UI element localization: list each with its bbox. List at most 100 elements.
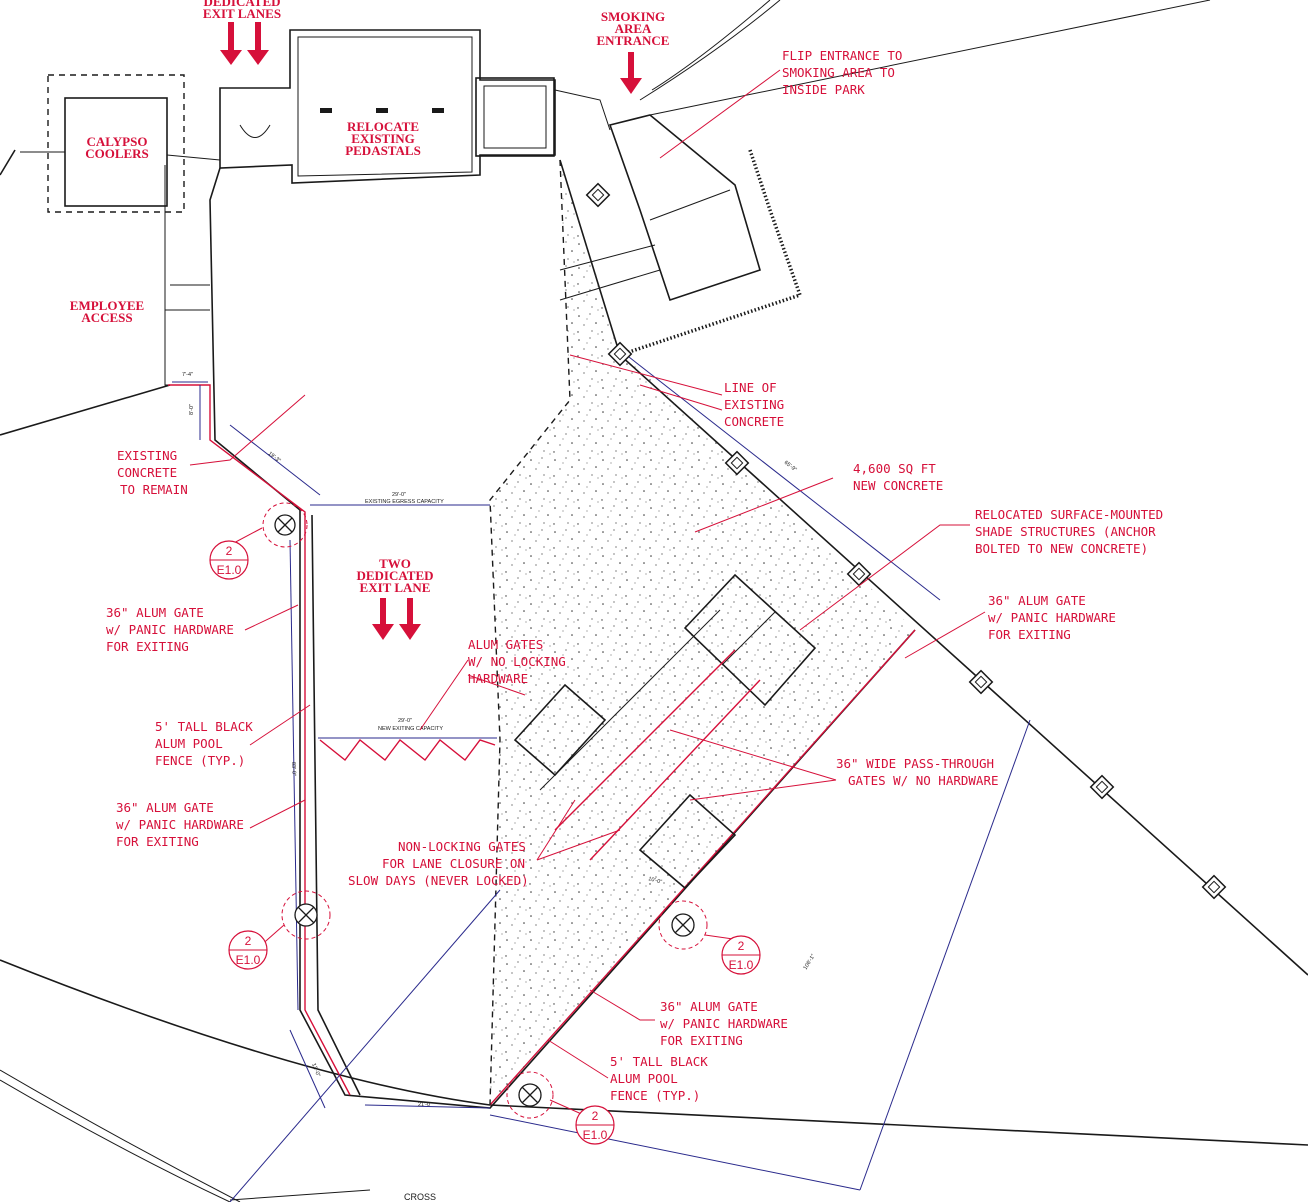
svg-text:NEW CONCRETE: NEW CONCRETE: [853, 478, 943, 493]
annotation-gate-panic-bottom: 36" ALUM GATE w/ PANIC HARDWARE FOR EXIT…: [660, 999, 788, 1048]
svg-text:TO REMAIN: TO REMAIN: [120, 482, 188, 497]
svg-text:ENTRANCE: ENTRANCE: [597, 33, 670, 48]
svg-text:SHADE STRUCTURES (ANCHOR: SHADE STRUCTURES (ANCHOR: [975, 524, 1156, 539]
svg-text:2: 2: [245, 934, 252, 948]
svg-text:36" ALUM GATE: 36" ALUM GATE: [116, 800, 214, 815]
svg-text:GATES W/ NO HARDWARE: GATES W/ NO HARDWARE: [848, 773, 999, 788]
shade-structures: [513, 573, 817, 890]
svg-text:ALUM POOL: ALUM POOL: [155, 736, 223, 751]
svg-text:DEDICATED: DEDICATED: [203, 0, 280, 9]
svg-text:E1.0: E1.0: [217, 563, 242, 577]
svg-text:FOR LANE CLOSURE ON: FOR LANE CLOSURE ON: [382, 856, 525, 871]
electrical-symbol-2: [281, 890, 331, 940]
electrical-symbols: [262, 502, 708, 1119]
annotation-relocate-pedastals: RELOCATE EXISTING PEDASTALS: [345, 119, 421, 158]
svg-text:FOR EXITING: FOR EXITING: [116, 834, 199, 849]
annotation-alum-gates-no-locking: ALUM GATES W/ NO LOCKING HARDWARE: [468, 637, 566, 686]
svg-text:4,600 SQ FT: 4,600 SQ FT: [853, 461, 936, 476]
svg-text:E1.0: E1.0: [583, 1128, 608, 1142]
svg-text:EXIT LANES: EXIT LANES: [203, 6, 281, 21]
dim-13: 13'-0": [310, 1063, 321, 1078]
svg-text:w/ PANIC HARDWARE: w/ PANIC HARDWARE: [988, 610, 1116, 625]
svg-text:CONCRETE: CONCRETE: [724, 414, 784, 429]
svg-text:5' TALL BLACK: 5' TALL BLACK: [610, 1054, 708, 1069]
svg-text:AREA: AREA: [615, 21, 652, 36]
svg-text:SMOKING AREA TO: SMOKING AREA TO: [782, 65, 895, 80]
svg-text:RELOCATE: RELOCATE: [347, 119, 419, 134]
svg-text:INSIDE PARK: INSIDE PARK: [782, 82, 865, 97]
dim-106: 106'-1": [803, 953, 817, 971]
dim-7-4: 7'-4": [182, 372, 193, 378]
light-pole-markers: [585, 182, 1227, 900]
dim-65: 65'-9": [783, 460, 798, 473]
svg-text:E1.0: E1.0: [729, 958, 754, 972]
svg-text:RELOCATED SURFACE-MOUNTED: RELOCATED SURFACE-MOUNTED: [975, 507, 1163, 522]
dimension-lines: [172, 349, 1031, 1202]
svg-text:2: 2: [226, 544, 233, 558]
electrical-symbol-3: [658, 900, 708, 950]
svg-text:HARDWARE: HARDWARE: [468, 671, 528, 686]
annotation-flip-entrance: FLIP ENTRANCE TO SMOKING AREA TO INSIDE …: [782, 48, 902, 97]
dim-new-exiting: 29'-0": [398, 718, 412, 724]
annotation-smoking-area-entrance: SMOKING AREA ENTRANCE: [597, 9, 670, 48]
svg-text:w/ PANIC HARDWARE: w/ PANIC HARDWARE: [116, 817, 244, 832]
svg-text:FLIP ENTRANCE TO: FLIP ENTRANCE TO: [782, 48, 902, 63]
light-pole-1: [585, 182, 611, 208]
annotation-line-of-existing-concrete: LINE OF EXISTING CONCRETE: [724, 380, 784, 429]
svg-text:TWO: TWO: [379, 556, 411, 571]
dim-21: 21'-0": [418, 1102, 432, 1108]
zigzag-lane-fence: [319, 739, 496, 761]
svg-text:CONCRETE: CONCRETE: [117, 465, 177, 480]
calypso-coolers-box: [20, 74, 221, 213]
main-building: [219, 29, 611, 184]
svg-text:36" ALUM GATE: 36" ALUM GATE: [106, 605, 204, 620]
svg-text:E1.0: E1.0: [236, 953, 261, 967]
annotation-gate-panic-left-bottom: 36" ALUM GATE w/ PANIC HARDWARE FOR EXIT…: [116, 800, 244, 849]
electrical-symbol-4: [506, 1071, 554, 1119]
svg-text:EXISTING: EXISTING: [724, 397, 784, 412]
annotation-calypso-coolers: CALYPSO COOLERS: [85, 134, 149, 161]
light-pole-2: [607, 341, 633, 367]
cross-partial-label: CROSS: [404, 1192, 436, 1202]
arrow-down-icon: [247, 22, 269, 65]
annotation-pool-fence-left: 5' TALL BLACK ALUM POOL FENCE (TYP.): [155, 719, 253, 768]
svg-text:FOR EXITING: FOR EXITING: [660, 1033, 743, 1048]
svg-text:LINE OF: LINE OF: [724, 380, 777, 395]
dim-existing-egress: 29'-0": [392, 492, 406, 498]
svg-text:SLOW DAYS (NEVER LOCKED): SLOW DAYS (NEVER LOCKED): [348, 873, 529, 888]
svg-text:FENCE (TYP.): FENCE (TYP.): [155, 753, 245, 768]
annotation-employee-access: EMPLOYEE ACCESS: [70, 298, 144, 325]
light-pole-7: [1201, 874, 1227, 900]
arrow-down-icon: [620, 52, 642, 94]
dim-new-exiting-caption: NEW EXITING CAPACITY: [378, 726, 443, 732]
svg-text:2: 2: [592, 1109, 599, 1123]
detail-tag-2: 2 E1.0: [228, 930, 268, 970]
annotation-gate-panic-right-top: 36" ALUM GATE w/ PANIC HARDWARE FOR EXIT…: [988, 593, 1116, 642]
svg-text:EXISTING: EXISTING: [351, 131, 415, 146]
svg-text:DEDICATED: DEDICATED: [356, 568, 433, 583]
light-pole-3: [724, 450, 750, 476]
svg-text:36" WIDE PASS-THROUGH: 36" WIDE PASS-THROUGH: [836, 756, 994, 771]
svg-text:FENCE (TYP.): FENCE (TYP.): [610, 1088, 700, 1103]
annotation-non-locking-gates: NON-LOCKING GATES FOR LANE CLOSURE ON SL…: [348, 839, 529, 888]
dim-19: 19'-3": [267, 451, 282, 464]
detail-tag-1: 2 E1.0: [209, 540, 249, 580]
svg-text:SMOKING: SMOKING: [601, 9, 665, 24]
svg-text:EXIT LANE: EXIT LANE: [360, 580, 431, 595]
svg-text:w/ PANIC HARDWARE: w/ PANIC HARDWARE: [106, 622, 234, 637]
arrow-down-icon: [399, 598, 421, 640]
annotation-gate-panic-left-top: 36" ALUM GATE w/ PANIC HARDWARE FOR EXIT…: [106, 605, 234, 654]
svg-text:2: 2: [738, 939, 745, 953]
svg-text:36" ALUM GATE: 36" ALUM GATE: [660, 999, 758, 1014]
detail-tag-4: 2 E1.0: [575, 1105, 615, 1145]
svg-text:FOR EXITING: FOR EXITING: [106, 639, 189, 654]
svg-text:COOLERS: COOLERS: [85, 146, 149, 161]
electrical-symbol-1: [262, 502, 308, 548]
detail-tag-3: 2 E1.0: [721, 935, 761, 975]
svg-text:5' TALL BLACK: 5' TALL BLACK: [155, 719, 253, 734]
light-pole-5: [968, 669, 994, 695]
arrow-down-icon: [220, 22, 242, 65]
svg-text:FOR EXITING: FOR EXITING: [988, 627, 1071, 642]
